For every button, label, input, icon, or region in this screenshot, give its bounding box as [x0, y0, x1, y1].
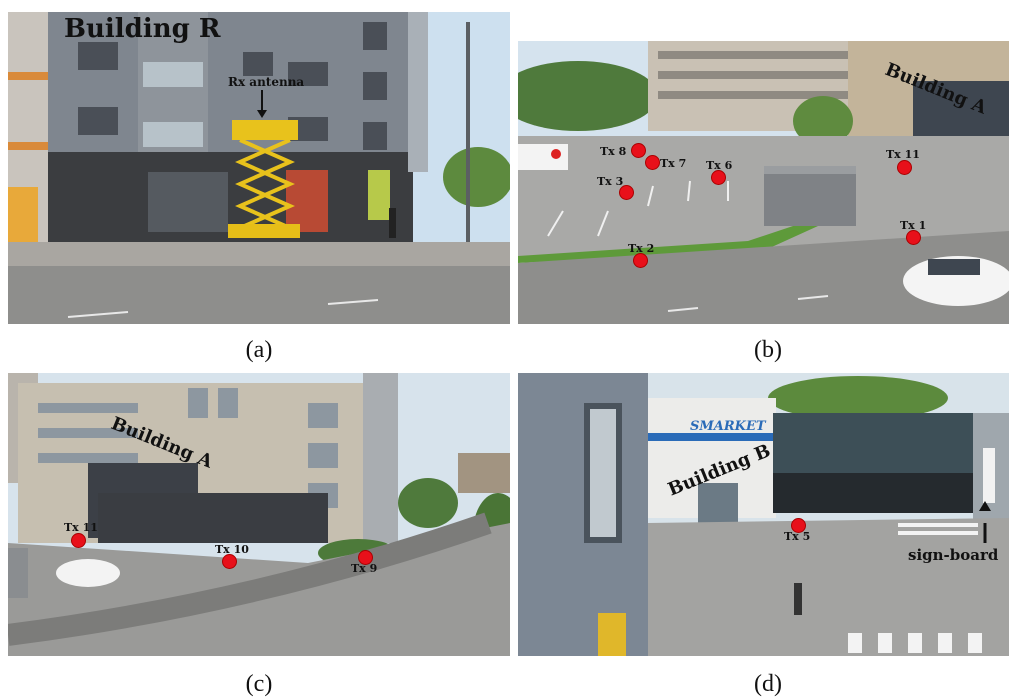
- photo-panel-b: Building A Tx 8 Tx 7 Tx 6 Tx 3 Tx 11 Tx …: [518, 41, 1009, 324]
- tx-marker-3: [619, 185, 634, 200]
- tx-marker-1: [906, 230, 921, 245]
- parking-area-photo: [518, 41, 1009, 324]
- tx-marker-5: [791, 518, 806, 533]
- tx-marker-11-b: [897, 160, 912, 175]
- store-sign: SMARKET: [690, 419, 766, 434]
- tx-label-1: Tx 1: [900, 219, 927, 232]
- tx-marker-9: [358, 550, 373, 565]
- building-r-photo: [8, 12, 510, 324]
- tx-marker-6: [711, 170, 726, 185]
- building-r-label: Building R: [64, 14, 221, 44]
- tx-label-3: Tx 3: [597, 175, 624, 188]
- building-a-photo: [8, 373, 510, 656]
- caption-b: (b): [754, 337, 782, 363]
- tx-label-6: Tx 6: [706, 159, 733, 172]
- building-b-photo: [518, 373, 1009, 656]
- rx-antenna-label: Rx antenna: [228, 75, 305, 89]
- photo-panel-c: Building A Tx 11 Tx 10 Tx 9: [8, 373, 510, 656]
- tx-label-5: Tx 5: [784, 530, 811, 543]
- tx-label-7: Tx 7: [660, 157, 687, 170]
- photo-panel-a: Building R Rx antenna: [8, 12, 510, 324]
- tx-marker-10: [222, 554, 237, 569]
- caption-d: (d): [754, 671, 782, 697]
- tx-label-2: Tx 2: [628, 242, 655, 255]
- photo-panel-d: SMARKET Building B Tx 5 sign-board: [518, 373, 1009, 656]
- tx-label-8: Tx 8: [600, 145, 627, 158]
- tx-marker-11-c: [71, 533, 86, 548]
- tx-label-11-c: Tx 11: [64, 521, 98, 534]
- caption-c: (c): [245, 671, 273, 697]
- sign-board-label: sign-board: [908, 546, 999, 564]
- caption-a: (a): [245, 337, 273, 363]
- tx-marker-2: [633, 253, 648, 268]
- tx-marker-7: [645, 155, 660, 170]
- tx-marker-8: [631, 143, 646, 158]
- tx-label-11-b: Tx 11: [886, 148, 920, 161]
- tx-label-9: Tx 9: [351, 562, 378, 575]
- tx-label-10: Tx 10: [215, 543, 249, 556]
